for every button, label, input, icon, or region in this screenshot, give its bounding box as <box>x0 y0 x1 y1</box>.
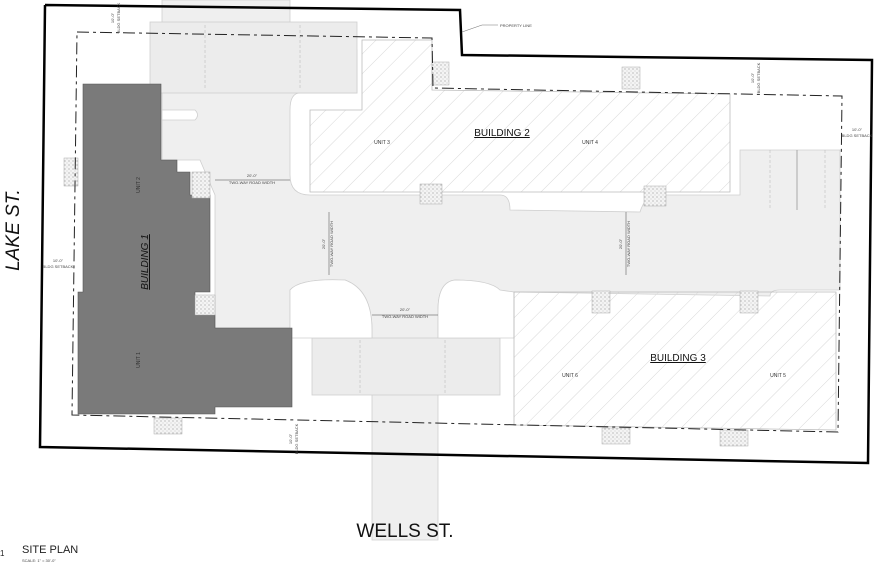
setback-line <box>71 31 843 433</box>
wells-st-label: WELLS ST. <box>356 521 453 542</box>
setback-dim-e: 10'-0" <box>852 127 863 132</box>
landscape-islands <box>161 109 515 339</box>
unit-2-label: UNIT 2 <box>136 177 142 193</box>
property-line-label: PROPERTY LINE <box>500 23 532 28</box>
road-text-4: TWO-WAY ROAD WIDTH <box>626 221 631 267</box>
drawing-scale: SCALE: 1" = 30'-0" <box>22 558 56 563</box>
setback-text-w: BLDG SETBACK <box>43 264 74 269</box>
unit-4-label: UNIT 4 <box>582 140 598 146</box>
building-2-label: BUILDING 2 <box>474 128 530 139</box>
pavement <box>149 0 841 541</box>
setback-text-s: BLDG SETBACK <box>294 423 299 454</box>
setback-dim-w: 10'-0" <box>53 258 64 263</box>
unit-3-label: UNIT 3 <box>374 140 390 146</box>
unit-6-label: UNIT 6 <box>562 373 578 379</box>
drawing-number: 1 <box>0 549 5 558</box>
building-2 <box>309 39 731 193</box>
lake-st-label: LAKE ST. <box>3 189 24 271</box>
setback-text-e: BLDG SETBACK <box>842 133 873 138</box>
property-line <box>38 3 874 465</box>
road-dim-3: 20'-0" <box>321 238 326 249</box>
building-3 <box>513 291 837 431</box>
setback-text-ne: BLDG SETBACK <box>756 62 761 93</box>
drawing-title: SITE PLAN <box>22 544 78 556</box>
road-dim-1: 20'-0" <box>247 173 258 178</box>
equipment-pads <box>63 61 759 447</box>
unit-5-label: UNIT 5 <box>770 373 786 379</box>
setback-dim-ne: 10'-0" <box>750 72 755 83</box>
building-1-label: BUILDING 1 <box>140 234 151 290</box>
road-text-2: TWO-WAY ROAD WIDTH <box>382 314 428 319</box>
setback-text-top: BLDG SETBACK <box>116 2 121 33</box>
road-dim-2: 20'-0" <box>400 307 411 312</box>
road-dim-4: 20'-0" <box>618 238 623 249</box>
dimension-lines <box>215 179 627 316</box>
unit-1-label: UNIT 1 <box>136 352 142 368</box>
setback-dim-top: 10'-0" <box>110 12 115 23</box>
road-text-3: TWO-WAY ROAD WIDTH <box>329 221 334 267</box>
building-3-label: BUILDING 3 <box>650 353 706 364</box>
road-text-1: TWO-WAY ROAD WIDTH <box>229 180 275 185</box>
setback-dim-s: 10'-0" <box>288 433 293 444</box>
